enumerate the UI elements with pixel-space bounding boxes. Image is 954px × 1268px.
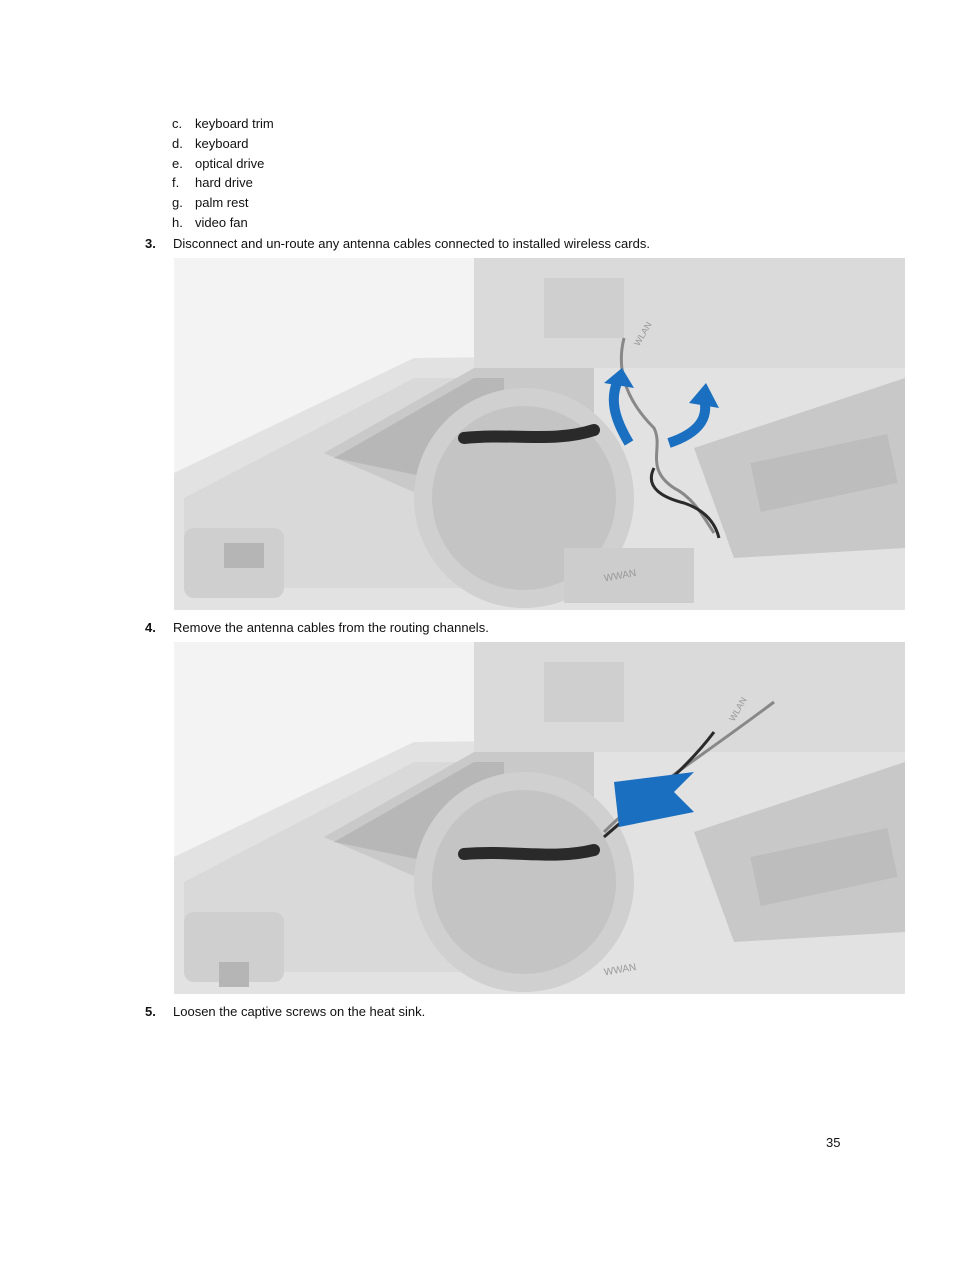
laptop-base-illustration: WLAN WWAN: [174, 642, 905, 994]
list-item: g.palm rest: [172, 195, 249, 211]
page-number: 35: [826, 1135, 841, 1150]
step-3: 3. Disconnect and un-route any antenna c…: [145, 236, 650, 251]
list-item: e.optical drive: [172, 155, 265, 171]
list-item: f.hard drive: [172, 175, 253, 191]
figure-remove-antenna-cables: WLAN WWAN: [174, 642, 905, 994]
list-item: d.keyboard: [172, 135, 249, 151]
list-item: h.video fan: [172, 214, 248, 230]
laptop-base-illustration: WWAN WLAN: [174, 258, 905, 610]
sub-step-list: c.keyboard trim d.keyboard e.optical dri…: [172, 114, 274, 233]
heat-pipe: [458, 844, 600, 861]
figure-unroute-antenna-cables: WWAN WLAN: [174, 258, 905, 610]
antenna-cable-black: [649, 467, 721, 539]
heat-pipe: [458, 424, 600, 444]
remove-arrow: [614, 772, 694, 827]
list-item: c.keyboard trim: [172, 116, 274, 131]
step-4: 4. Remove the antenna cables from the ro…: [145, 620, 489, 635]
step-5: 5. Loosen the captive screws on the heat…: [145, 1004, 426, 1019]
